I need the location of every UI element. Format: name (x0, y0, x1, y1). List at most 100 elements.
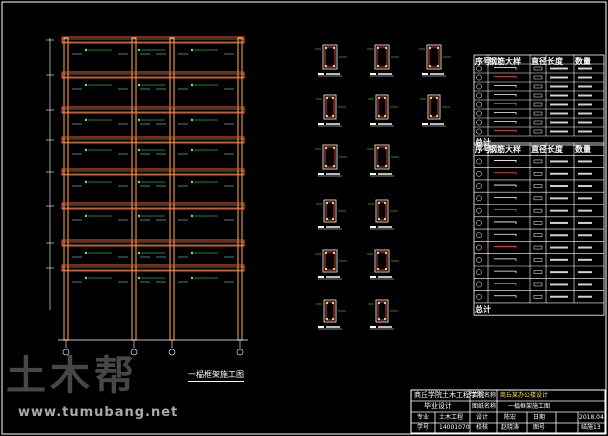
section-detail (419, 44, 451, 77)
tb-design-value: 陈宏 (504, 414, 517, 421)
diameter-value (533, 196, 543, 201)
diameter-value (533, 93, 543, 98)
frame-column (63, 37, 69, 341)
frame-beam (61, 36, 245, 44)
annotation-dot (137, 48, 141, 52)
tb-major-value: 土木工程 (439, 414, 464, 421)
rebar-shape (494, 112, 517, 115)
rebar-dot (383, 201, 387, 205)
caption-text (378, 123, 392, 125)
section-outline (375, 94, 389, 120)
diameter-value (533, 245, 543, 250)
rebar-shape (494, 130, 517, 133)
diameter-value (533, 159, 543, 164)
annotation-dot (190, 48, 194, 52)
caption-text (378, 276, 392, 278)
diameter-value (533, 295, 543, 299)
row-number-circle (476, 110, 482, 117)
rebar-shape (494, 172, 517, 175)
rebar-dot (332, 46, 336, 50)
row-number-circle (476, 269, 482, 275)
section-detail (316, 199, 346, 230)
tb-date-value: 2018.04 (579, 414, 604, 421)
caption-text (370, 173, 376, 175)
length-value (550, 76, 568, 79)
section-outline (375, 299, 389, 323)
frame-beam (61, 239, 245, 247)
section-detail (367, 44, 399, 77)
section-stirrup (376, 46, 388, 68)
count-value (578, 295, 592, 298)
rebar-dot (324, 146, 328, 150)
caption-text (378, 326, 392, 328)
annotation-dot (190, 214, 194, 218)
row-number-circle (476, 119, 482, 126)
caption-text (422, 73, 428, 75)
section-stirrup (324, 46, 336, 68)
annotation-dot (84, 214, 88, 218)
frame-column (169, 37, 175, 341)
annotation-dot (84, 251, 88, 255)
section-stirrup (325, 301, 335, 321)
annotation-dot (137, 214, 141, 218)
rebar-shape (494, 221, 517, 224)
caption-text (378, 173, 392, 175)
rebar-dot (436, 64, 440, 68)
section-stirrup (376, 251, 388, 271)
rebar-dot (324, 251, 328, 255)
count-value (578, 246, 592, 249)
row-number-circle (476, 257, 482, 263)
rebar-dot (429, 114, 433, 118)
diameter-value (533, 270, 543, 274)
caption-text (318, 276, 324, 278)
length-value (550, 295, 568, 298)
tb-project-value: 商丘某办公楼设计 (500, 392, 549, 399)
rebar-dot (332, 64, 336, 68)
row-number-circle (476, 101, 482, 108)
count-value (578, 271, 592, 274)
rebar-dot (383, 217, 387, 221)
count-value (578, 209, 592, 212)
diameter-value (533, 66, 543, 71)
count-value (578, 258, 592, 261)
rebar-dot (435, 114, 439, 118)
rebar-shape (494, 94, 517, 97)
section-outline (323, 94, 337, 120)
axis-bubble (130, 348, 138, 356)
annotation-dot (190, 276, 194, 280)
diameter-value (533, 129, 543, 134)
row-number-circle (476, 232, 482, 239)
table-footer-total: 总计 (475, 304, 491, 314)
table-header-cell: 钢筋大样 (489, 145, 521, 154)
rebar-dot (376, 46, 380, 50)
rebar-dot (435, 96, 439, 100)
annotation-dot (137, 251, 141, 255)
section-detail (316, 299, 346, 330)
rebar-dot (331, 301, 335, 305)
table-header-cell: 序号 (475, 145, 491, 154)
rebar-dot (428, 64, 432, 68)
section-outline (322, 44, 338, 70)
count-value (578, 130, 592, 133)
section-detail (315, 144, 347, 177)
rebar-shape (494, 76, 517, 79)
frame-beam (61, 136, 245, 144)
diameter-value (533, 184, 543, 188)
length-value (550, 112, 568, 115)
annotation-dot (84, 180, 88, 184)
length-value (550, 160, 568, 163)
rebar-dot (384, 46, 388, 50)
rebar-dot (376, 146, 380, 150)
count-value (578, 121, 592, 124)
count-value (578, 234, 592, 237)
frame-elevation (46, 36, 248, 356)
caption-text (318, 226, 324, 228)
diameter-value (533, 208, 543, 213)
rebar-dot (331, 201, 335, 205)
rebar-dot (325, 114, 329, 118)
rebar-dot (324, 164, 328, 168)
row-number-circle (476, 158, 482, 165)
rebar-dot (384, 267, 388, 271)
diameter-value (533, 111, 543, 116)
